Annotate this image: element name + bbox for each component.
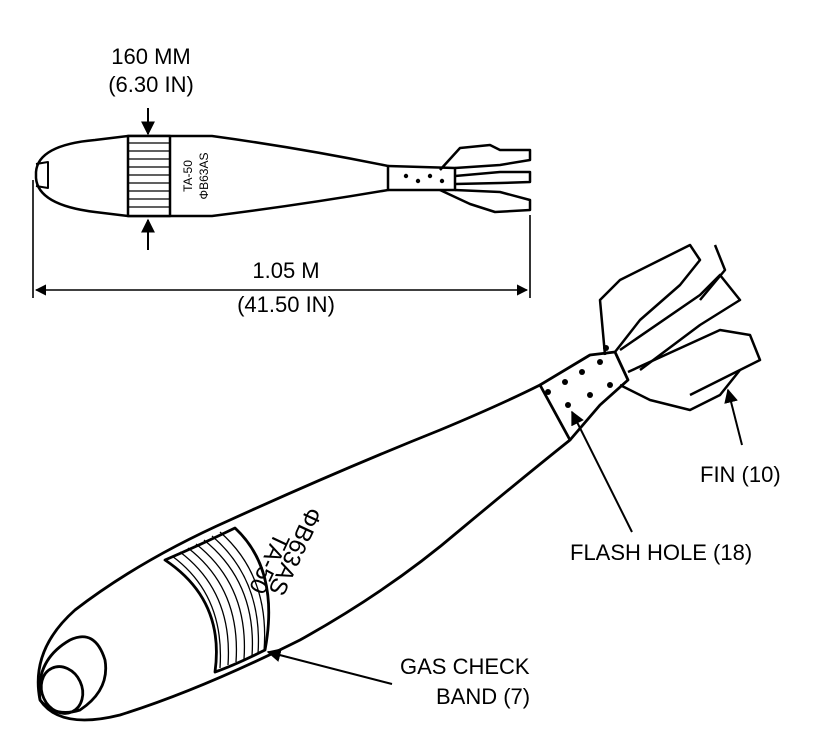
length-metric-label: 1.05 M xyxy=(252,258,320,283)
perspective-nose-tip xyxy=(39,665,85,715)
gas-check-leader xyxy=(266,648,393,685)
side-view-projectile xyxy=(34,134,532,218)
perspective-flash-holes xyxy=(545,345,613,408)
side-view-marking-line2: ΦB63AS xyxy=(197,153,211,200)
fin-leader xyxy=(724,388,743,446)
diameter-imperial-label: (6.30 IN) xyxy=(108,72,194,97)
gas-check-callout-label-line1: GAS CHECK xyxy=(400,654,530,679)
length-dimension-line xyxy=(32,180,531,298)
perspective-body xyxy=(36,383,572,722)
callout-leaders xyxy=(266,388,743,685)
perspective-nose xyxy=(37,635,108,714)
perspective-gas-check-band xyxy=(163,526,271,674)
fin-callout-label: FIN (10) xyxy=(700,462,781,487)
length-imperial-label: (41.50 IN) xyxy=(237,292,335,317)
perspective-fins xyxy=(598,243,762,412)
perspective-projectile xyxy=(36,350,630,722)
perspective-tail-boom xyxy=(539,350,630,441)
gas-check-callout-label-line2: BAND (7) xyxy=(436,684,531,709)
side-view-nose xyxy=(35,161,49,189)
side-view-marking-line1: TA-50 xyxy=(181,160,195,192)
side-view-tail-boom xyxy=(387,164,457,192)
perspective-band-grooves xyxy=(171,531,266,669)
flash-hole-leader xyxy=(571,410,633,533)
side-view-fins xyxy=(439,143,532,214)
side-view-gas-check-band xyxy=(126,134,172,218)
side-view-flash-holes xyxy=(403,173,445,184)
side-view-body xyxy=(34,134,390,218)
flash-hole-callout-label: FLASH HOLE (18) xyxy=(570,540,753,565)
diameter-metric-label: 160 MM xyxy=(111,44,191,69)
